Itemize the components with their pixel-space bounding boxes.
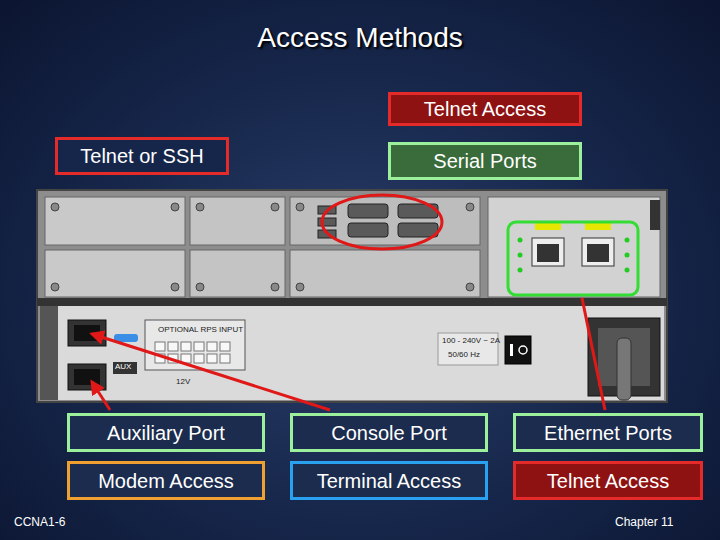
box-label: Terminal Access bbox=[317, 470, 462, 492]
port-label: AUX bbox=[115, 363, 131, 372]
box-label: Telnet Access bbox=[547, 470, 669, 492]
box-label: Serial Ports bbox=[433, 150, 536, 172]
port-box: Console Port bbox=[290, 413, 488, 452]
port-box: Ethernet Ports bbox=[513, 413, 703, 452]
access-box: Terminal Access bbox=[290, 461, 488, 500]
access-box: Modem Access bbox=[67, 461, 265, 500]
power-rating: 50/60 Hz bbox=[448, 351, 480, 360]
box-label: Telnet Access bbox=[424, 98, 546, 120]
access-box: Telnet Access bbox=[388, 92, 582, 126]
panel-label: OPTIONAL RPS INPUT bbox=[158, 326, 243, 335]
access-box: Telnet Access bbox=[513, 461, 703, 500]
panel-label: 12V bbox=[176, 378, 190, 387]
leader-line bbox=[92, 298, 605, 410]
box-label: Auxiliary Port bbox=[107, 422, 225, 444]
slide-title: Access Methods bbox=[0, 22, 720, 54]
box-label: Console Port bbox=[331, 422, 447, 444]
slide-footer: Chapter 11 bbox=[615, 516, 673, 529]
port-box: Serial Ports bbox=[388, 142, 582, 180]
access-box: Telnet or SSH bbox=[55, 137, 229, 175]
box-label: Ethernet Ports bbox=[544, 422, 672, 444]
box-label: Modem Access bbox=[98, 470, 234, 492]
box-label: Telnet or SSH bbox=[80, 145, 203, 167]
port-box: Auxiliary Port bbox=[67, 413, 265, 452]
power-rating: 100 - 240V ~ 2A bbox=[442, 337, 500, 346]
slide-footer: CCNA1-6 bbox=[14, 516, 65, 529]
